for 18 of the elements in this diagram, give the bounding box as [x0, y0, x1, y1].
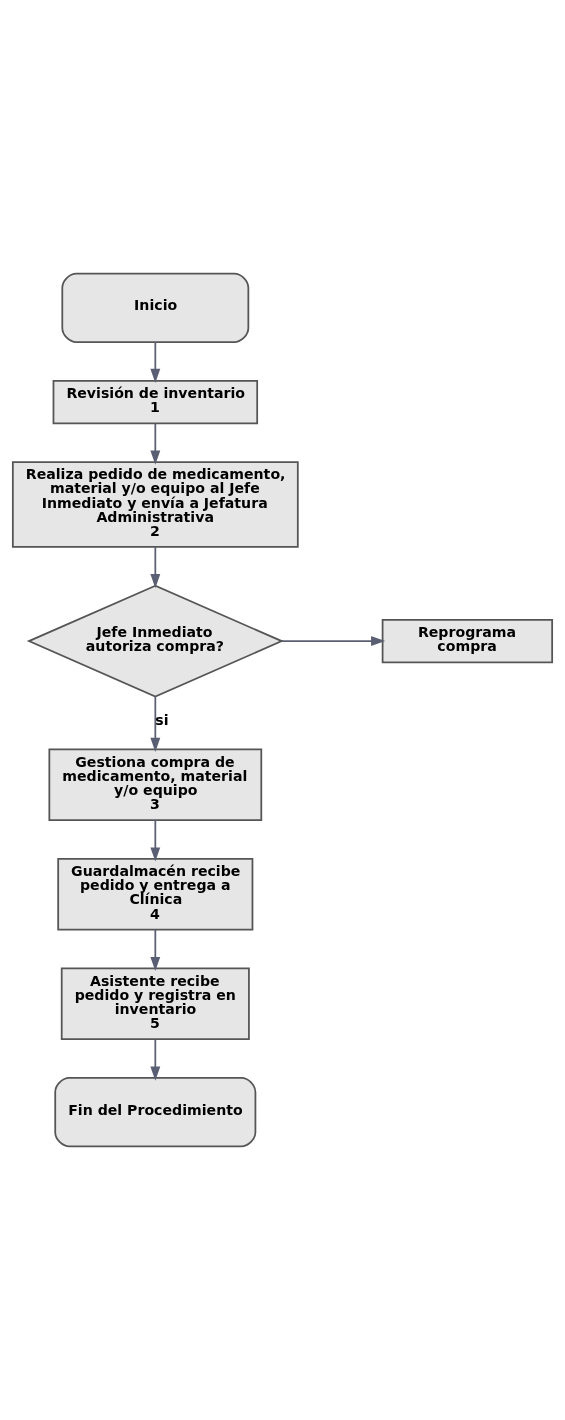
arrow: [280, 636, 386, 647]
edge-label: si: [155, 712, 169, 729]
node-box: Fin del Procedimiento: [54, 1077, 257, 1148]
node-box: Reprograma compra: [381, 619, 554, 664]
node-box: Inicio: [61, 272, 250, 343]
arrow: [150, 341, 161, 383]
node-box: Gestiona compra de medicamento, material y/o equipo 3: [48, 748, 263, 821]
arrow: [150, 819, 161, 862]
node-box: Guardalmacén recibe pedido y entrega a Clínica 4: [57, 858, 254, 931]
node-diamond: Jefe Inmediato autoriza compra?: [26, 584, 284, 698]
node-box: Revisión de inventario 1: [52, 380, 259, 425]
arrow: [150, 546, 161, 589]
arrow: [150, 695, 161, 752]
node-box: Realiza pedido de medicamento, material y/o equipo al Jefe Inmediato y envía a Jefatura Administrativa 2: [11, 461, 299, 548]
node-box: Asistente recibe pedido y registra en inventario 5: [60, 967, 250, 1040]
arrow: [150, 928, 161, 972]
arrow: [150, 1038, 161, 1081]
arrow: [150, 422, 161, 465]
